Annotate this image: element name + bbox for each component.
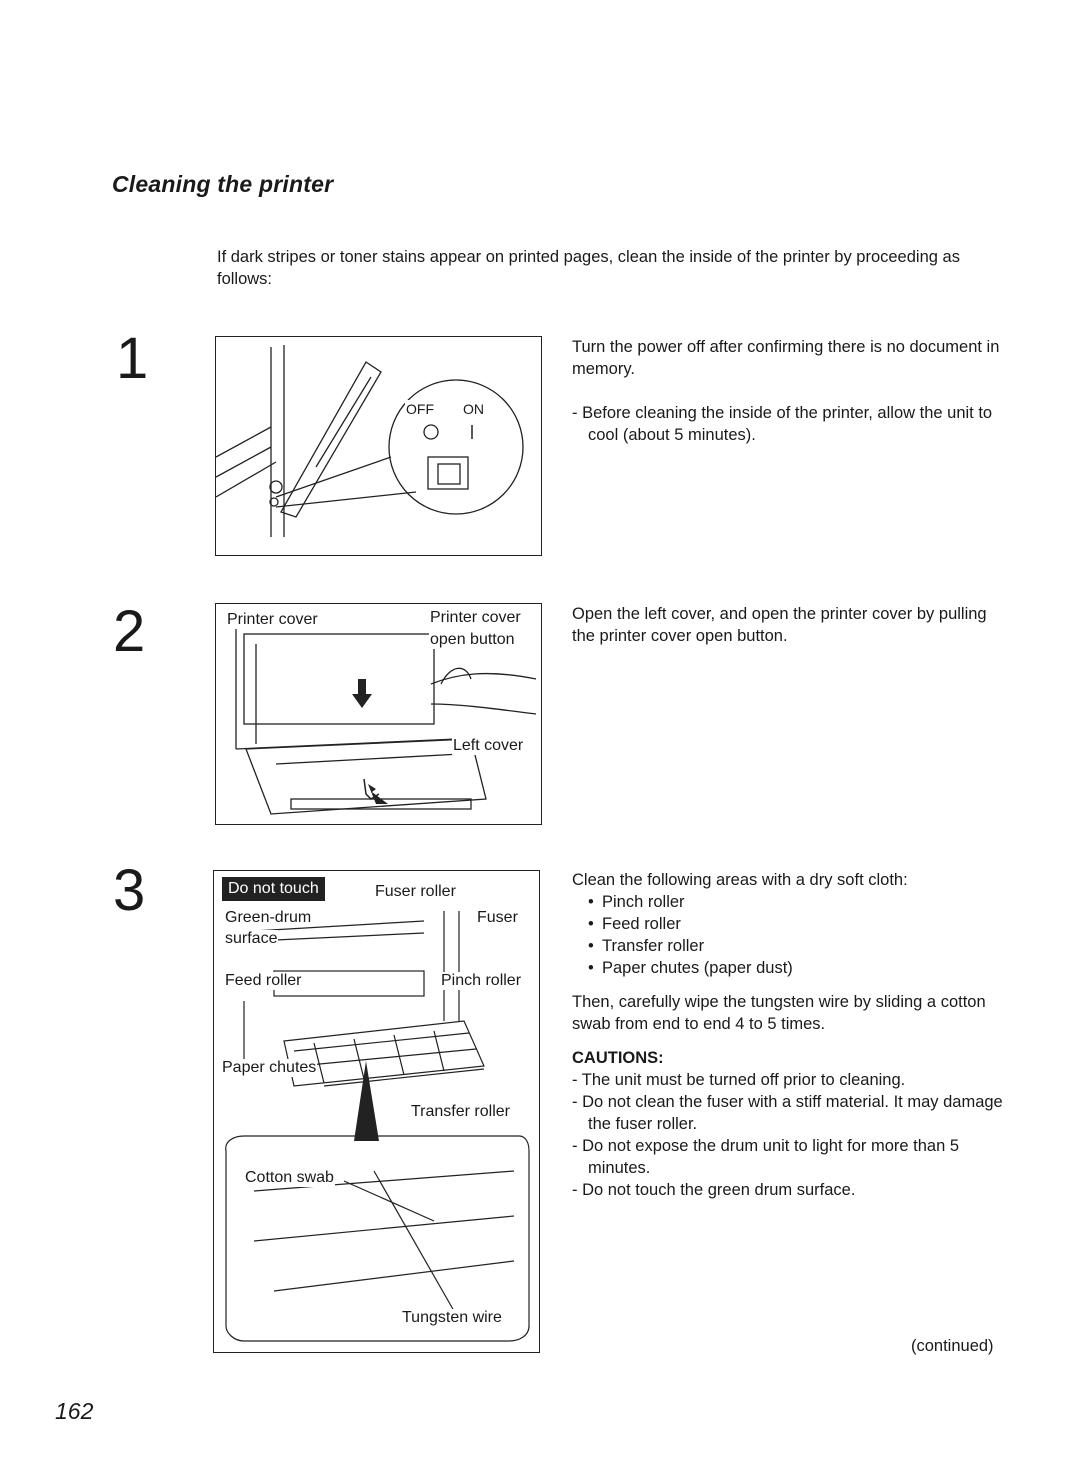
on-label: ON — [462, 400, 485, 418]
step-1-note: - Before cleaning the inside of the prin… — [572, 404, 993, 444]
printer-cover-illustration — [235, 624, 537, 815]
printer-cover-label: Printer cover — [226, 611, 319, 629]
step-3-figure: Fuser roller Green-drum surface Fuser Fe… — [213, 870, 540, 1353]
step-1-text: Turn the power off after confirming ther… — [572, 336, 1012, 446]
fuser-area-illustration — [225, 911, 530, 1342]
green-drum-surface-label-1: Green-drum — [224, 909, 313, 927]
cautions-heading: CAUTIONS: — [572, 1049, 664, 1067]
step-2-number: 2 — [113, 599, 146, 664]
left-cover-label: Left cover — [452, 737, 525, 755]
printer-cover-open-button-label-2: open button — [429, 631, 516, 649]
caution-item: - The unit must be turned off prior to c… — [572, 1071, 906, 1089]
bullet-item: Pinch roller — [572, 891, 1012, 913]
step-1-instruction: Turn the power off after confirming ther… — [572, 338, 1000, 378]
step-3-instruction-2: Then, carefully wipe the tungsten wire b… — [572, 993, 986, 1033]
power-switch-illustration — [216, 345, 524, 537]
caution-item: - Do not expose the drum unit to light f… — [572, 1137, 960, 1177]
page-number: 162 — [55, 1398, 94, 1424]
step-2-instruction: Open the left cover, and open the printe… — [572, 605, 987, 645]
tungsten-wire-label: Tungsten wire — [401, 1309, 503, 1327]
intro-paragraph: If dark stripes or toner stains appear o… — [217, 248, 960, 288]
bullet-item: Paper chutes (paper dust) — [572, 957, 1012, 979]
caution-item: - Do not clean the fuser with a stiff ma… — [572, 1093, 1003, 1133]
page-title: Cleaning the printer — [112, 171, 334, 197]
continued-label: (continued) — [911, 1337, 994, 1355]
do-not-touch-badge: Do not touch — [222, 877, 325, 901]
printer-cover-open-button-label-1: Printer cover — [429, 609, 522, 627]
step-3-text: Clean the following areas with a dry sof… — [572, 869, 1012, 1201]
step-2-text: Open the left cover, and open the printe… — [572, 603, 1012, 647]
feed-roller-label: Feed roller — [224, 972, 303, 990]
step-3-number: 3 — [113, 858, 146, 923]
off-label: OFF — [405, 400, 435, 418]
step-3-instruction: Clean the following areas with a dry sof… — [572, 871, 908, 889]
step-1-number: 1 — [116, 326, 149, 391]
bullet-item: Feed roller — [572, 913, 1012, 935]
fuser-label: Fuser — [476, 909, 519, 927]
transfer-roller-label: Transfer roller — [410, 1103, 511, 1121]
step-2-figure: Printer cover Printer cover open button … — [215, 603, 542, 825]
paper-chutes-label: Paper chutes — [221, 1059, 318, 1077]
fuser-roller-label: Fuser roller — [374, 883, 457, 901]
step-1-figure: OFF ON — [215, 336, 542, 556]
green-drum-surface-label-2: surface — [224, 930, 279, 948]
bullet-item: Transfer roller — [572, 935, 1012, 957]
cotton-swab-label: Cotton swab — [244, 1169, 335, 1187]
pinch-roller-label: Pinch roller — [440, 972, 523, 990]
caution-item: - Do not touch the green drum surface. — [572, 1181, 856, 1199]
